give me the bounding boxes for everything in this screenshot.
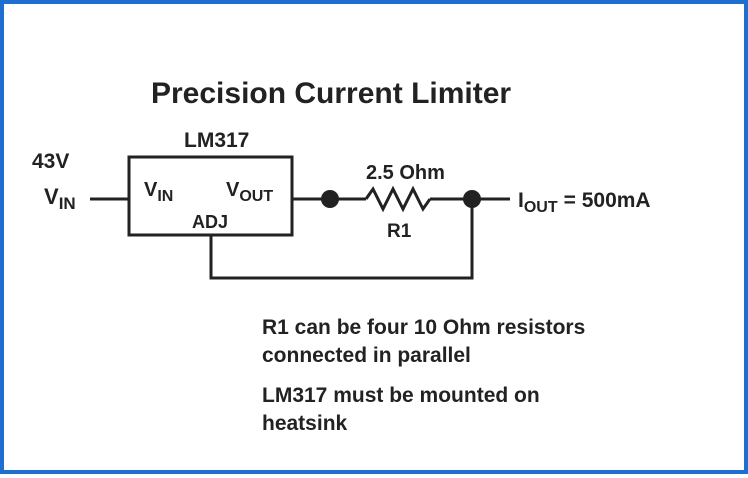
resistor-ref-label: R1: [387, 221, 412, 242]
chip-name: LM317: [184, 129, 249, 152]
circuit-schematic: Precision Current Limiter 43V VIN LM317 …: [32, 77, 651, 280]
vout-node: [321, 190, 339, 208]
chip-vout-pin: VOUT: [226, 179, 273, 205]
resistor-r1-symbol: [364, 185, 432, 213]
input-voltage-label: 43V: [32, 150, 69, 173]
diagram-title: Precision Current Limiter: [151, 77, 511, 110]
note-parallel-resistors: R1 can be four 10 Ohm resistors connecte…: [262, 316, 586, 367]
chip-vin-pin: VIN: [144, 179, 173, 205]
output-current-label: IOUT= 500mA: [518, 189, 651, 216]
chip-adj-pin: ADJ: [192, 212, 228, 232]
resistor-value-label: 2.5 Ohm: [366, 162, 445, 184]
note-heatsink: LM317 must be mounted on heatsink: [262, 384, 540, 435]
adj-feedback-wire: [209, 199, 474, 280]
vin-terminal-label: VIN: [44, 184, 76, 213]
